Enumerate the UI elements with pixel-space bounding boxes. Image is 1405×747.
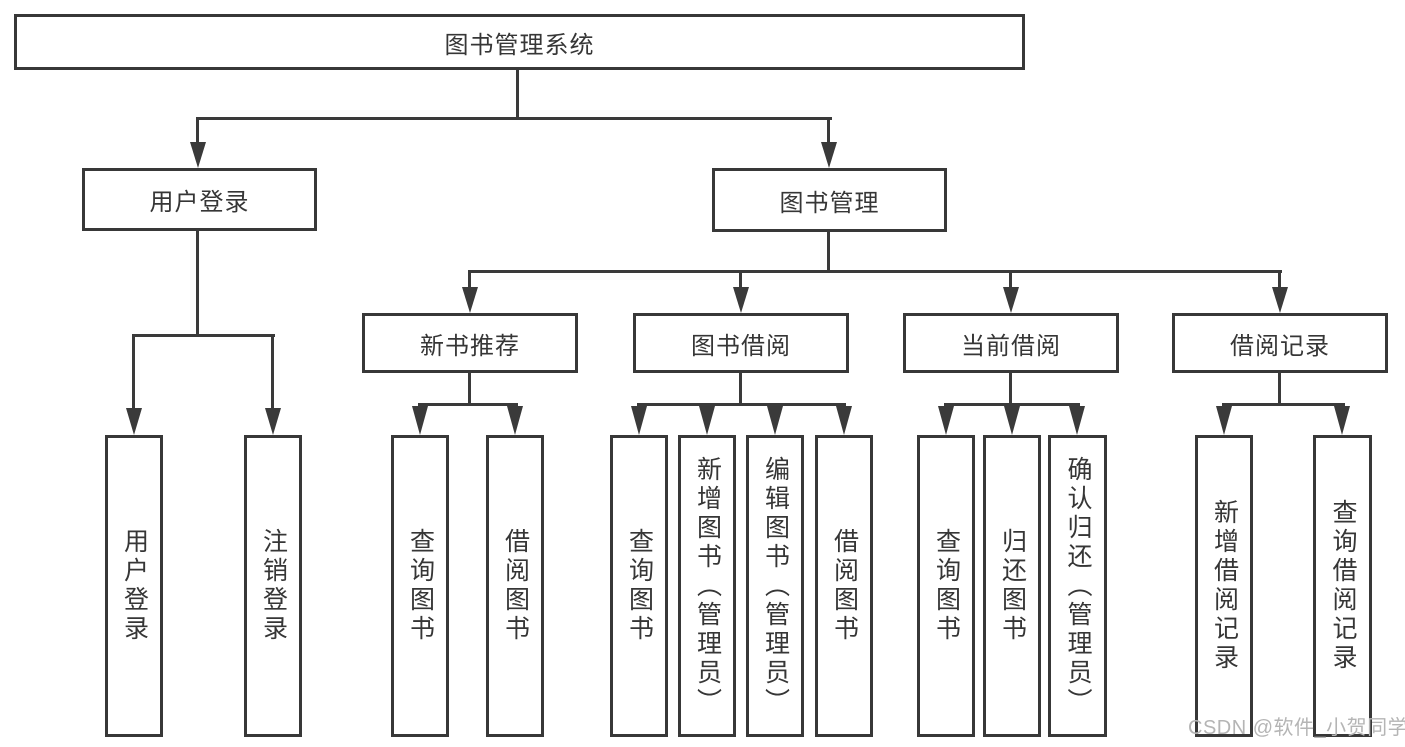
- edge-drop-level3: [468, 270, 471, 288]
- edge-user-login-bar: [132, 334, 275, 337]
- leaf-edit-books-admin-label: 编辑图书（管理员）: [761, 455, 790, 717]
- edge-book-management-stub: [827, 230, 830, 272]
- arrow-down-icon: [1004, 406, 1020, 435]
- leaf-user-login: 用户登录: [105, 435, 163, 737]
- leaf-query-books-2: 查询图书: [610, 435, 668, 737]
- leaf-query-books-2-label: 查询图书: [625, 528, 654, 644]
- leaf-borrow-books-1: 借阅图书: [486, 435, 544, 737]
- edge-current-borrow-bar: [944, 403, 1080, 406]
- leaf-query-books-3: 查询图书: [917, 435, 975, 737]
- leaf-confirm-return-admin-label: 确认归还（管理员）: [1064, 455, 1092, 717]
- node-book-management-label: 图书管理: [779, 189, 880, 217]
- arrow-down-icon: [126, 408, 142, 435]
- node-book-borrow: 图书借阅: [633, 313, 849, 373]
- node-new-book-recommend: 新书推荐: [362, 313, 578, 373]
- leaf-borrow-books-2: 借阅图书: [815, 435, 873, 737]
- arrow-down-icon: [699, 406, 715, 435]
- arrow-down-icon: [1069, 406, 1085, 435]
- arrow-down-icon: [733, 287, 749, 313]
- leaf-add-books-admin-label: 新增图书（管理员）: [693, 455, 722, 717]
- leaf-query-books-3-label: 查询图书: [932, 528, 961, 644]
- node-current-borrow-label: 当前借阅: [961, 332, 1061, 360]
- leaf-return-books-label: 归还图书: [998, 528, 1027, 644]
- node-root: 图书管理系统: [14, 14, 1025, 70]
- leaf-user-login-label: 用户登录: [120, 528, 149, 644]
- arrow-down-icon: [821, 142, 837, 168]
- arrow-down-icon: [1334, 406, 1350, 435]
- leaf-add-borrow-record: 新增借阅记录: [1195, 435, 1253, 737]
- edge-drop-user-login: [196, 117, 199, 143]
- leaf-return-books: 归还图书: [983, 435, 1041, 737]
- leaf-confirm-return-admin: 确认归还（管理员）: [1048, 435, 1107, 737]
- arrow-down-icon: [1216, 406, 1232, 435]
- edge-drop-level3: [739, 270, 742, 288]
- edge-level3-bar: [468, 270, 1282, 273]
- leaf-borrow-books-1-label: 借阅图书: [501, 528, 530, 644]
- node-root-label: 图书管理系统: [444, 31, 595, 59]
- node-borrow-records-label: 借阅记录: [1230, 332, 1330, 360]
- node-book-management: 图书管理: [712, 168, 947, 232]
- leaf-borrow-books-2-label: 借阅图书: [830, 528, 859, 644]
- arrow-down-icon: [412, 406, 428, 435]
- edge-borrow-records-stub: [1278, 372, 1281, 406]
- arrow-down-icon: [938, 406, 954, 435]
- edge-drop-leaf: [132, 334, 135, 409]
- arrow-down-icon: [190, 142, 206, 168]
- edge-current-borrow-stub: [1009, 372, 1012, 406]
- edge-drop-book-management: [827, 117, 830, 143]
- edge-book-borrow-bar: [637, 403, 846, 406]
- arrow-down-icon: [265, 408, 281, 435]
- arrow-down-icon: [631, 406, 647, 435]
- node-user-login-label: 用户登录: [149, 189, 250, 216]
- node-user-login: 用户登录: [82, 168, 317, 231]
- node-current-borrow: 当前借阅: [903, 313, 1119, 373]
- leaf-add-books-admin: 新增图书（管理员）: [678, 435, 736, 737]
- leaf-query-books-1-label: 查询图书: [406, 528, 435, 644]
- edge-drop-level3: [1009, 270, 1012, 288]
- edge-book-borrow-stub: [739, 372, 742, 406]
- edge-user-login-stub: [196, 229, 199, 337]
- node-book-borrow-label: 图书借阅: [691, 332, 791, 360]
- edge-level2-bar: [196, 117, 832, 120]
- leaf-add-borrow-record-label: 新增借阅记录: [1210, 499, 1239, 673]
- leaf-logout: 注销登录: [244, 435, 302, 737]
- arrow-down-icon: [836, 406, 852, 435]
- edge-new-book-bar: [418, 403, 518, 406]
- edge-borrow-records-bar: [1222, 403, 1345, 406]
- edge-new-book-stub: [468, 372, 471, 406]
- leaf-query-borrow-record: 查询借阅记录: [1313, 435, 1372, 737]
- edge-drop-leaf: [271, 334, 274, 409]
- leaf-logout-label: 注销登录: [259, 528, 288, 644]
- csdn-watermark: CSDN @软件_小贺同学: [1188, 717, 1405, 739]
- edge-root-trunk: [516, 70, 519, 118]
- arrow-down-icon: [767, 406, 783, 435]
- arrow-down-icon: [507, 406, 523, 435]
- arrow-down-icon: [1003, 287, 1019, 313]
- leaf-query-books-1: 查询图书: [391, 435, 449, 737]
- node-new-book-recommend-label: 新书推荐: [420, 332, 520, 360]
- node-borrow-records: 借阅记录: [1172, 313, 1388, 373]
- arrow-down-icon: [462, 287, 478, 313]
- edge-drop-level3: [1278, 270, 1281, 288]
- leaf-query-borrow-record-label: 查询借阅记录: [1329, 499, 1357, 673]
- leaf-edit-books-admin: 编辑图书（管理员）: [746, 435, 804, 737]
- arrow-down-icon: [1272, 287, 1288, 313]
